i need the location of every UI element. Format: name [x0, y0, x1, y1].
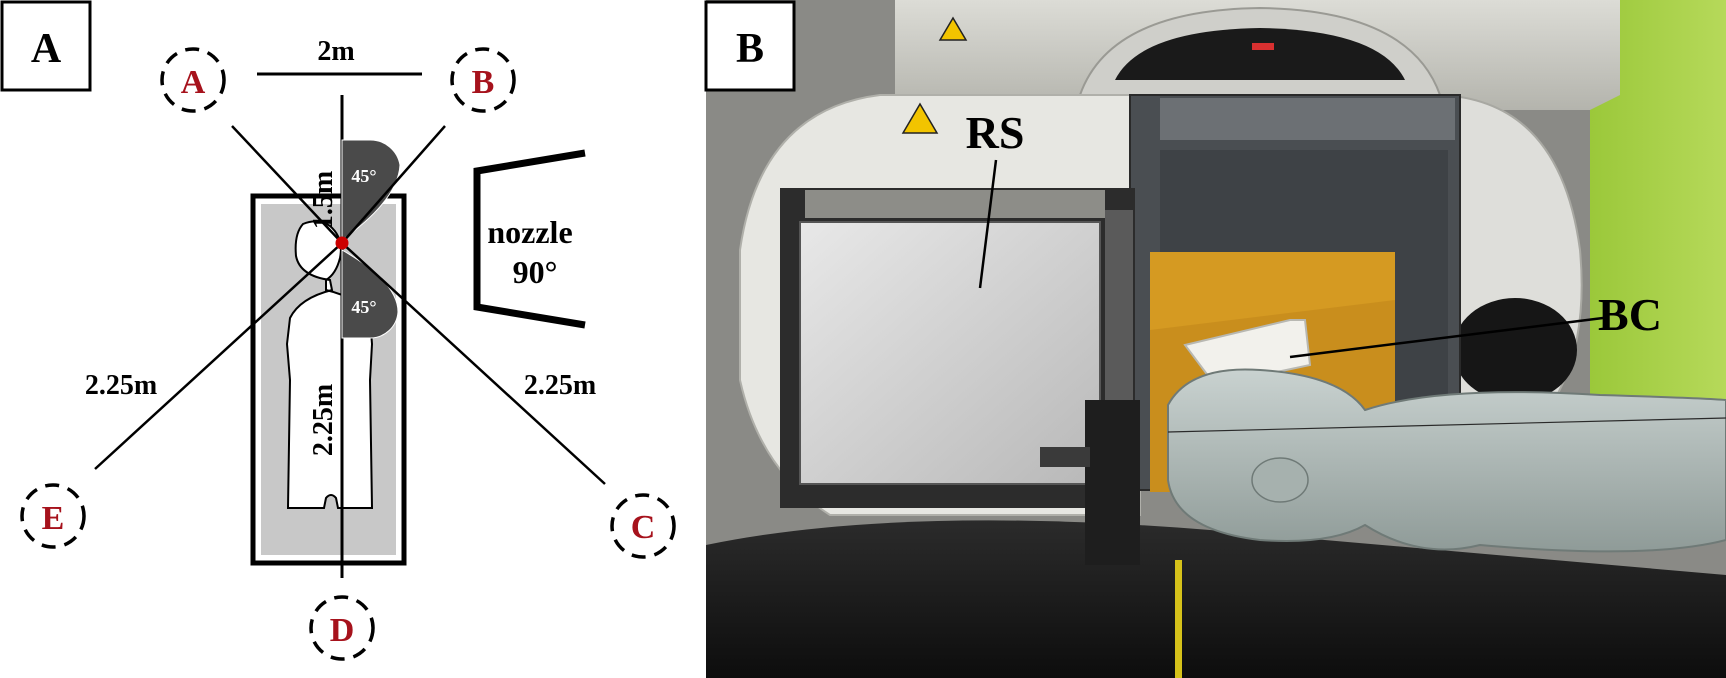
laser-marker — [1252, 43, 1274, 50]
angle-label-lower: 45° — [351, 297, 376, 317]
svg-text:A: A — [181, 64, 206, 101]
ray-to-c — [341, 242, 606, 485]
panel-b-tag-box — [704, 0, 796, 92]
dist-label-vertical-down: 2.25m — [308, 384, 339, 456]
dist-label-to-e: 2.25m — [85, 370, 157, 401]
angle-label-upper: 45° — [351, 166, 376, 186]
station-a: A — [160, 47, 226, 113]
couch-yellow-stripe — [1175, 560, 1182, 678]
dist-label-to-c: 2.25m — [524, 370, 596, 401]
couch-table — [706, 520, 1726, 678]
station-b: B — [450, 47, 516, 113]
panel-a-tag-box — [0, 0, 92, 92]
ray-to-b — [341, 125, 446, 244]
isocenter-dot — [335, 236, 349, 250]
nozzle-outline — [473, 149, 586, 329]
svg-text:C: C — [631, 509, 656, 546]
svg-text:D: D — [330, 612, 355, 649]
dist-label-vertical-top: 1.5m — [308, 171, 339, 229]
nozzle-label: nozzle — [487, 214, 572, 250]
nozzle-angle-label: 90° — [513, 254, 558, 290]
anthropomorphic-phantom — [1167, 368, 1726, 553]
gantry-window — [1115, 28, 1405, 80]
ray-to-a — [231, 125, 343, 244]
warning-sign-left — [901, 102, 939, 134]
label-bc: BC — [1598, 289, 1662, 340]
nozzle-aperture — [1453, 298, 1577, 402]
phantom-laser-line — [1167, 417, 1726, 433]
ab-span-label: 2m — [317, 36, 354, 67]
phantom-ear — [1251, 457, 1309, 503]
range-shifter-top-bar — [805, 190, 1105, 218]
warning-sign-top — [938, 16, 968, 41]
panel-b-tag: B — [736, 26, 764, 72]
phantom-clamp — [1085, 400, 1140, 565]
angle-sector-upper — [341, 139, 401, 241]
panel-b: RS BC B — [704, 0, 1726, 678]
station-c: C — [610, 493, 676, 559]
station-e: E — [20, 483, 86, 549]
bc-pointer — [1289, 316, 1604, 359]
svg-text:B: B — [472, 64, 495, 101]
nozzle-plate-top-rail — [1160, 98, 1455, 140]
rs-pointer — [978, 159, 998, 289]
ray-to-e — [94, 242, 343, 470]
range-shifter-plate — [799, 221, 1101, 485]
label-rs: RS — [966, 107, 1025, 158]
panel-a-tag: A — [31, 26, 62, 72]
panel-a: A 45° 45° 2m 1.5m 2.25m 2.25m 2.25m — [0, 0, 676, 661]
svg-text:E: E — [42, 500, 65, 537]
station-d: D — [309, 595, 375, 661]
phantom-clamp-bolt — [1040, 447, 1090, 467]
